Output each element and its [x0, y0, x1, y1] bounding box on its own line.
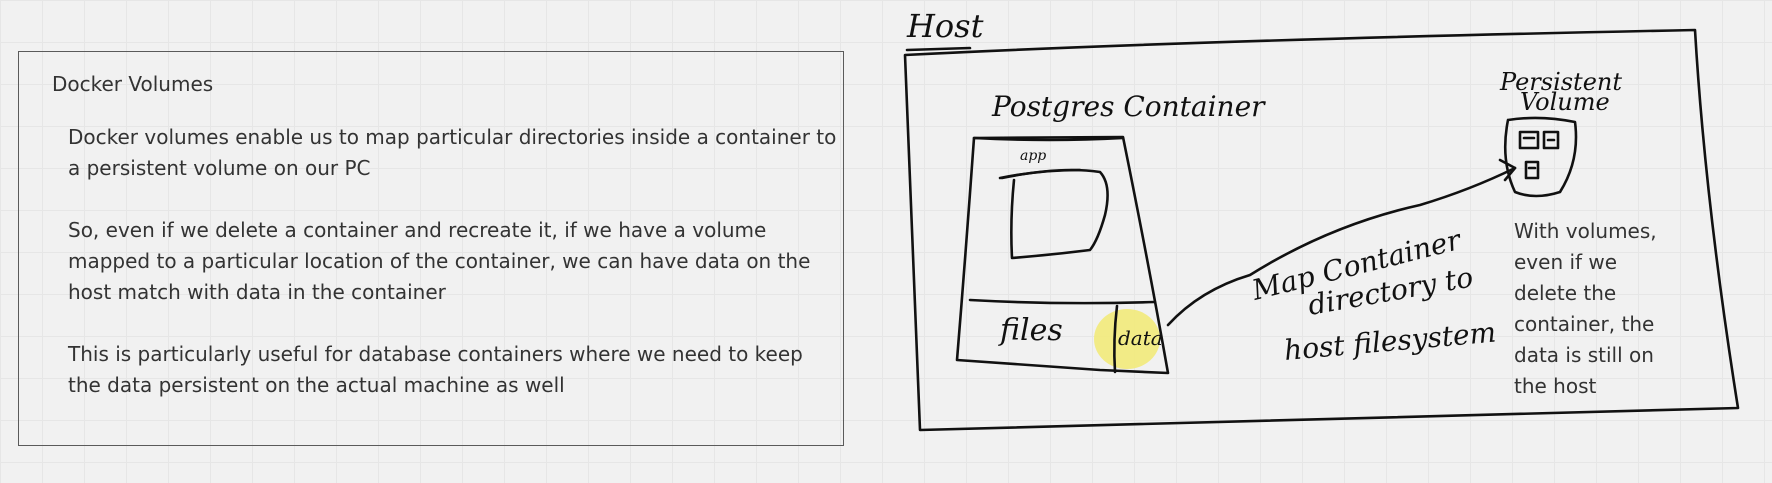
note-card[interactable]: Docker Volumes Docker volumes enable us … [18, 51, 844, 446]
app-label: app [1020, 148, 1046, 164]
side-note-line: container, the [1514, 312, 1655, 336]
data-highlight [1094, 309, 1160, 369]
side-note[interactable]: With volumes, even if we delete the cont… [1514, 216, 1674, 402]
note-paragraph-database: This is particularly useful for database… [68, 342, 803, 397]
host-box [903, 28, 1740, 432]
volume-file-lines [1522, 136, 1556, 170]
volume-file-icon [1542, 130, 1560, 150]
container-label: Postgres Container [991, 90, 1266, 123]
container-box [955, 135, 1170, 375]
volume-file-icon [1518, 130, 1540, 150]
app-window-top [998, 168, 1082, 180]
side-note-line: delete the [1514, 281, 1617, 305]
volume-label-line1: Persistent [1499, 68, 1622, 96]
volume-box [1503, 116, 1578, 198]
data-divider [1113, 304, 1119, 374]
app-window [1000, 168, 1109, 260]
note-title: Docker Volumes [52, 72, 214, 96]
container-top-edge [972, 136, 1125, 142]
host-label: Host [906, 7, 984, 45]
container-divider [968, 298, 1157, 305]
side-note-line: even if we [1514, 250, 1618, 274]
side-note-line: With volumes, [1514, 219, 1657, 243]
note-paragraph-volumes: Docker volumes enable us to map particul… [68, 125, 837, 180]
side-note-line: data is still on [1514, 343, 1654, 367]
note-body: Docker volumes enable us to map particul… [68, 122, 842, 432]
side-note-line: the host [1514, 374, 1597, 398]
note-paragraph-recreate: So, even if we delete a container and re… [68, 218, 811, 304]
data-label: data [1118, 326, 1163, 350]
volume-file-icon [1524, 160, 1540, 180]
mapping-arrow [1166, 166, 1517, 327]
arrow-label-line3: host filesystem [1283, 316, 1498, 367]
files-label: files [998, 313, 1063, 348]
volume-label-line2: Volume [1520, 88, 1610, 116]
host-label-underline [905, 46, 972, 52]
